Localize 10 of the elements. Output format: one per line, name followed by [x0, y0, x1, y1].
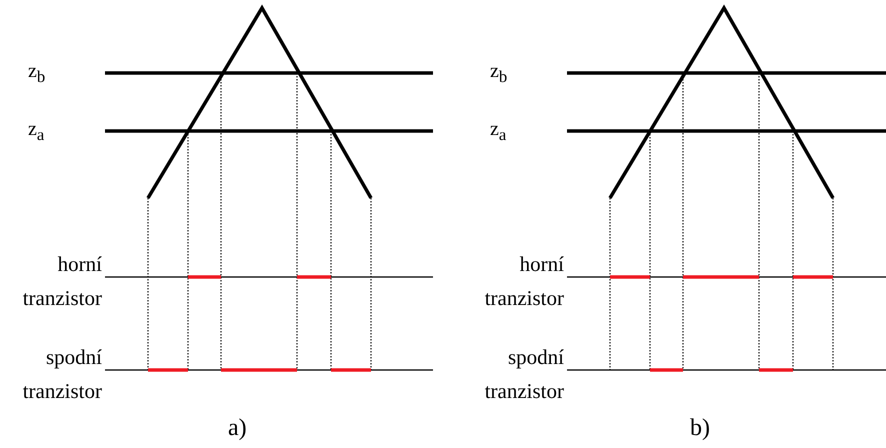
level-label: z$_{b}$	[490, 60, 508, 87]
transistor-label: spodní tranzistor	[22, 344, 102, 405]
transistor-label: spodní tranzistor	[484, 344, 564, 405]
panel-caption: a)	[228, 415, 247, 442]
panel-caption: b)	[690, 415, 710, 442]
level-label: z$_{a}$	[490, 118, 506, 145]
level-label: z$_{b}$	[28, 60, 46, 87]
level-label: z$_{a}$	[28, 118, 44, 145]
transistor-label: horní tranzistor	[484, 251, 564, 312]
transistor-label: horní tranzistor	[22, 251, 102, 312]
